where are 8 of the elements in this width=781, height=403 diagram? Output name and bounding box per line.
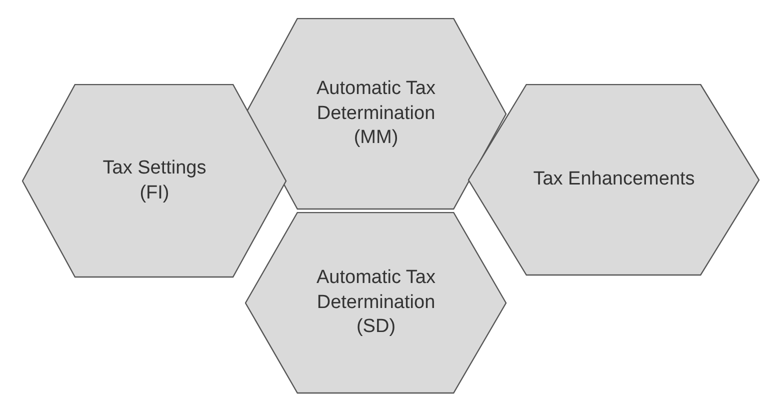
hexagon-node bbox=[245, 18, 507, 210]
node-text: Automatic Tax Determination (SD) bbox=[316, 266, 436, 340]
hexagon-node bbox=[245, 212, 507, 394]
node-text: Tax Settings (FI) bbox=[102, 156, 208, 205]
node-text: Tax Enhancements bbox=[532, 168, 696, 192]
hexagon-node bbox=[468, 84, 760, 276]
hexagon-node bbox=[22, 84, 287, 278]
node-text: Automatic Tax Determination (MM) bbox=[316, 76, 436, 150]
